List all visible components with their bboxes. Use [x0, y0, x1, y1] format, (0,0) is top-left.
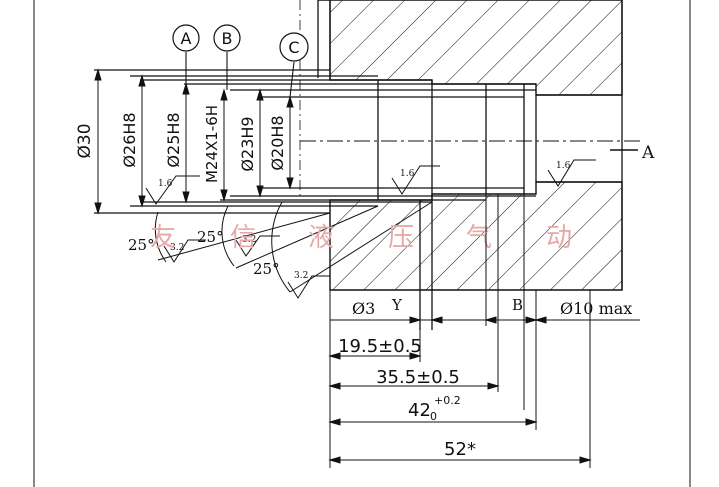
bottom-d10-label: Ø10 max: [560, 299, 632, 318]
finish-16-mid: 1.6: [400, 169, 415, 179]
dim-thread-label: M24X1-6H: [203, 105, 221, 183]
watermark-char-5: 气: [466, 223, 492, 253]
callout-b-circle: [213, 24, 241, 52]
surface-finish-symbols: [145, 159, 596, 299]
finish-32-left: 3.2: [170, 243, 184, 253]
bottom-feature-dims: [330, 316, 640, 324]
callout-b-label: B: [222, 29, 233, 48]
dim-42-upper-tol: +0.2: [434, 394, 461, 407]
dim-42-label: 42: [408, 400, 431, 421]
angle-label-2: 25°: [197, 228, 224, 246]
body-upper-hatch: [318, 0, 623, 96]
callout-a-circle: [172, 24, 200, 52]
length-dimension-lines: [328, 352, 592, 464]
dim-d20-label: Ø20H8: [268, 115, 287, 170]
finish-32-upper: 3.2: [242, 235, 256, 245]
bottom-d3-label: Ø3: [352, 299, 375, 318]
finish-16-right: 1.6: [556, 161, 571, 171]
callout-leaders: [185, 52, 295, 98]
dim-195-label: 19.5±0.5: [338, 336, 422, 357]
diameter-dimension-lines: [94, 68, 294, 215]
callout-c-label: C: [288, 38, 299, 57]
bottom-b-label: B: [512, 296, 523, 314]
watermark-char-6: 动: [546, 223, 572, 253]
watermark-char-1: 友: [150, 223, 176, 253]
dim-355-label: 35.5±0.5: [376, 367, 460, 388]
watermark-char-3: 液: [308, 223, 334, 253]
dim-d26-label: Ø26H8: [120, 112, 139, 167]
finish-32-lower: 3.2: [294, 271, 308, 281]
callout-c-circle: [279, 32, 309, 62]
dim-d25-label: Ø25H8: [164, 112, 183, 167]
angle-label-1: 25°: [128, 236, 155, 254]
watermark-char-4: 压: [388, 223, 414, 253]
dim-42-lower-tol: 0: [430, 410, 437, 423]
watermark: 友 信 液 压 气 动: [150, 223, 572, 253]
angle-label-3: 25°: [253, 260, 280, 278]
finish-16-left: 1.6: [158, 179, 173, 189]
dim-d23-label: Ø23H9: [238, 116, 257, 171]
cavity-outline: [94, 0, 623, 330]
bottom-y-label: Y: [391, 296, 403, 314]
dim-d30-label: Ø30: [75, 123, 95, 158]
section-label: A: [641, 143, 655, 163]
chamfer-lines: [157, 201, 433, 293]
dim-52-label: 52*: [444, 439, 476, 460]
callout-a-label: A: [181, 29, 192, 48]
watermark-char-2: 信: [230, 223, 256, 253]
angle-arcs: [154, 201, 291, 293]
